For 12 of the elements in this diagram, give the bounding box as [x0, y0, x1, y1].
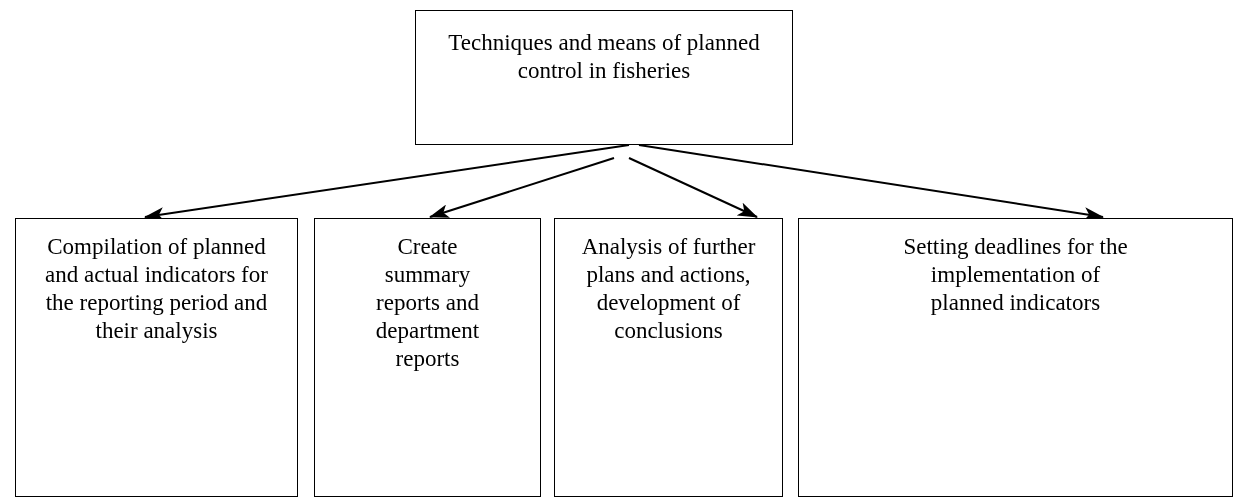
process-box	[798, 218, 1233, 497]
process-box	[15, 218, 298, 497]
title-box	[415, 10, 793, 145]
box-text: Analysis of further plans and actions, development of conclusions	[580, 233, 757, 345]
box-text: Create summary reports and department reports	[374, 233, 481, 373]
arrow	[429, 157, 615, 218]
process-box	[314, 218, 541, 497]
box-text: Compilation of planned and actual indicators for the reporting period and their analysis	[44, 233, 269, 345]
box-text: Techniques and means of planned control in fisheries	[447, 29, 761, 85]
box-text: Setting deadlines for the implementation of planned indicators	[902, 233, 1129, 317]
process-box	[554, 218, 783, 497]
arrow	[628, 157, 758, 218]
